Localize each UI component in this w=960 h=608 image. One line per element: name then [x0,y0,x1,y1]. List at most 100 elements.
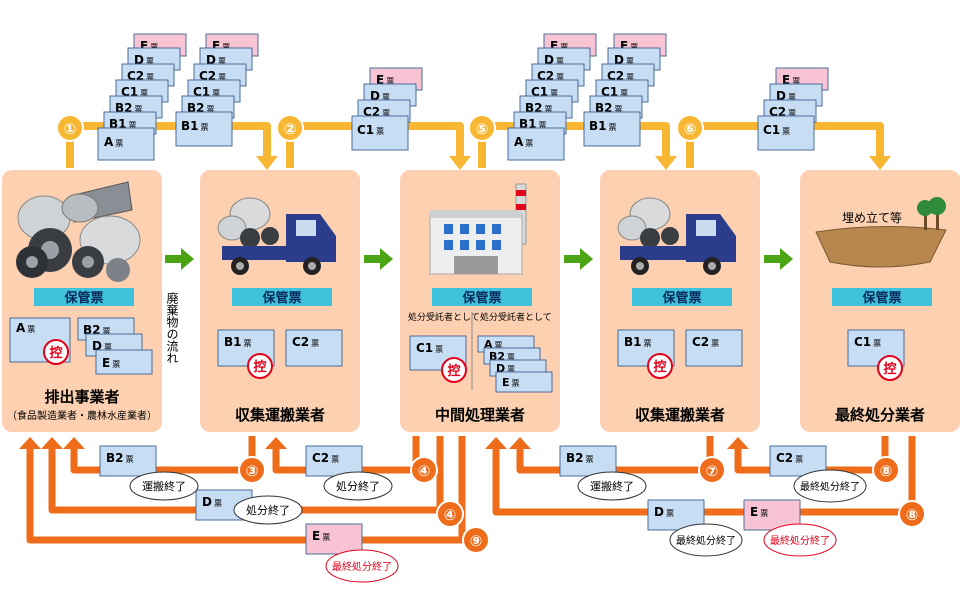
flow-label: 廃棄物の流れ [165,291,179,364]
svg-text:保管票: 保管票 [461,290,501,306]
bubble-shobun-done: 処分終了 [233,495,303,525]
svg-text:控: 控 [447,363,460,379]
svg-text:最終処分終了: 最終処分終了 [332,560,392,573]
svg-text:B1票: B1票 [224,335,252,349]
step-6: ⑥ [676,114,704,142]
svg-text:④: ④ [444,506,457,524]
svg-text:B2票: B2票 [106,451,134,465]
svg-text:最終処分終了: 最終処分終了 [770,534,830,547]
svg-text:運搬終了: 運搬終了 [590,479,634,493]
kou-stamp: 控 [247,353,273,379]
svg-text:D票: D票 [654,505,674,519]
svg-text:D票: D票 [92,339,112,353]
ticket-stack-collector2: E票 D票 C2票 C1票 B2票 B1票 [583,33,667,147]
svg-text:控: 控 [253,359,266,375]
step-4a: ④ [410,456,438,484]
svg-text:③: ③ [246,462,259,480]
svg-text:処分終了: 処分終了 [336,479,380,493]
step-8a: ⑧ [872,456,900,484]
svg-text:E票: E票 [502,376,520,389]
svg-text:A票: A票 [16,321,35,335]
party-names: 排出事業者 （食品製造業者・農林水産業者） 収集運搬業者 中間処理業者 収集運搬… [7,388,925,424]
ticket-stack-emitter: E票 D票 C2票 C1票 B2票 B1票 A票 [97,33,187,161]
kou-stamp: 控 [647,353,673,379]
party-name-emitter: 排出事業者 [44,388,119,406]
svg-text:②: ② [284,120,297,138]
svg-text:E票: E票 [782,73,800,87]
party-name-final: 最終処分業者 [835,406,925,424]
kou-stamp: 控 [441,357,467,383]
svg-text:E票: E票 [102,356,120,370]
svg-text:B1票: B1票 [589,119,617,133]
party-name-intermediate: 中間処理業者 [435,406,525,424]
svg-text:C1票: C1票 [854,335,881,349]
svg-text:⑧: ⑧ [880,462,893,480]
svg-text:B1票: B1票 [181,119,209,133]
svg-text:E票: E票 [312,529,330,543]
svg-text:⑨: ⑨ [470,532,483,550]
step-circles-bottom: ③ ④ ④ ⑨ ⑦ ⑧ ⑧ [238,456,926,554]
svg-text:D票: D票 [544,53,564,67]
svg-text:C2票: C2票 [692,335,719,349]
svg-text:E票: E票 [750,505,768,519]
orange-return-arrowheads [19,437,749,449]
svg-text:D票: D票 [370,89,390,103]
svg-text:D票: D票 [206,53,226,67]
step-5: ⑤ [468,114,496,142]
svg-text:A票: A票 [104,135,123,149]
svg-text:C1票: C1票 [763,123,790,137]
svg-text:⑤: ⑤ [476,120,489,138]
waste-pile-icon [16,181,141,282]
svg-text:保管票: 保管票 [861,290,901,306]
yellow-flow-arrowheads [256,156,891,170]
svg-text:処分終了: 処分終了 [246,503,290,517]
svg-text:D票: D票 [202,495,222,509]
step-4b: ④ [436,500,464,528]
landfill-label: 埋め立て等 [842,210,902,225]
bubble-unpan-done: 運搬終了 [129,471,199,501]
kou-stamp: 控 [43,339,69,365]
hokan-labels: 保管票 保管票 保管票 保管票 保管票 [34,288,932,306]
svg-text:D票: D票 [614,53,634,67]
status-bubbles: 運搬終了 処分終了 処分終了 最終処分終了 運搬終了 最終処分終了 最終処分終了… [129,469,867,583]
garbage-truck-icon [217,197,336,275]
kou-stamp: 控 [877,355,903,381]
svg-text:B2票: B2票 [566,451,594,465]
bubble-final-done: 最終処分終了 [325,549,399,583]
step-9: ⑨ [462,526,490,554]
consign-label-right: 処分受託者として [480,311,552,323]
svg-text:C2票: C2票 [292,335,319,349]
bubble-final-done: 最終処分終了 [793,469,867,503]
svg-text:⑧: ⑧ [906,506,919,524]
svg-text:⑥: ⑥ [684,120,697,138]
svg-text:E票: E票 [376,73,394,87]
step-2: ② [276,114,304,142]
svg-text:C1票: C1票 [416,341,443,355]
svg-text:D票: D票 [134,53,154,67]
party-name-collector2: 収集運搬業者 [635,406,725,424]
step-1: ① [56,114,84,142]
svg-text:D票: D票 [776,89,796,103]
svg-text:C1票: C1票 [357,123,384,137]
ticket-stack-intermediate: E票 D票 C2票 C1票 B2票 B1票 A票 [507,33,597,161]
svg-text:①: ① [64,120,77,138]
ticket-stack-collector1: E票 D票 C2票 C1票 B2票 B1票 [175,33,259,147]
svg-text:控: 控 [653,359,666,375]
green-flow-arrows [165,248,793,270]
svg-text:⑦: ⑦ [706,462,719,480]
svg-text:C2票: C2票 [776,451,803,465]
svg-text:保管票: 保管票 [661,290,701,306]
svg-text:C2票: C2票 [312,451,339,465]
svg-text:最終処分終了: 最終処分終了 [676,534,736,547]
